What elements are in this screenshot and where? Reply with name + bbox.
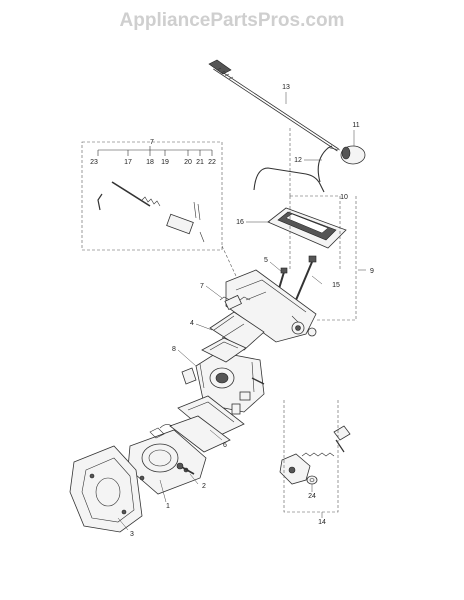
part-24-washer bbox=[306, 475, 318, 485]
part-12-wire bbox=[253, 145, 333, 193]
callout-13: 13 bbox=[282, 84, 290, 91]
part-15-bolt bbox=[295, 255, 317, 301]
part-11-knob bbox=[329, 145, 366, 165]
part-3-cover bbox=[69, 445, 143, 533]
callout-9: 9 bbox=[370, 268, 374, 275]
part-2-screw bbox=[176, 462, 195, 475]
callout-5: 5 bbox=[264, 257, 268, 264]
callout-21: 21 bbox=[196, 159, 204, 166]
part-6-spacer bbox=[169, 395, 245, 453]
detail-box-part-7 bbox=[81, 141, 223, 251]
callout-4: 4 bbox=[190, 320, 194, 327]
callout-1: 1 bbox=[166, 503, 170, 510]
callout-16: 16 bbox=[236, 219, 244, 226]
callout-19: 19 bbox=[161, 159, 169, 166]
callout-6: 6 bbox=[223, 442, 227, 449]
callout-10: 10 bbox=[340, 194, 348, 201]
part-16-grip bbox=[267, 207, 347, 249]
callout-20: 20 bbox=[184, 159, 192, 166]
part-9-housing bbox=[225, 269, 317, 343]
bracket-lines bbox=[221, 128, 357, 513]
callout-18: 18 bbox=[146, 159, 154, 166]
callout-numbers: 13 11 12 10 16 5 9 15 7 4 8 6 2 1 3 24 1… bbox=[90, 84, 374, 538]
leader-lines bbox=[117, 92, 366, 531]
part-14-assembly bbox=[279, 425, 351, 485]
callout-12: 12 bbox=[294, 157, 302, 164]
part-13-rod bbox=[208, 59, 339, 152]
callout-14: 14 bbox=[318, 519, 326, 526]
callout-3: 3 bbox=[130, 531, 134, 538]
callout-22: 22 bbox=[208, 159, 216, 166]
part-8-top-cover bbox=[201, 337, 247, 363]
callout-8: 8 bbox=[172, 346, 176, 353]
callout-7b: 7 bbox=[200, 283, 204, 290]
callout-2: 2 bbox=[202, 483, 206, 490]
part-7-spring bbox=[219, 294, 251, 311]
callout-24: 24 bbox=[308, 493, 316, 500]
callout-7a: 7 bbox=[150, 139, 154, 146]
callout-15: 15 bbox=[332, 282, 340, 289]
part-8-carburetor bbox=[181, 351, 265, 415]
callout-23: 23 bbox=[90, 159, 98, 166]
callout-11: 11 bbox=[352, 122, 359, 129]
watermark-text: AppliancePartsPros.com bbox=[120, 10, 345, 31]
callout-17: 17 bbox=[124, 159, 132, 166]
